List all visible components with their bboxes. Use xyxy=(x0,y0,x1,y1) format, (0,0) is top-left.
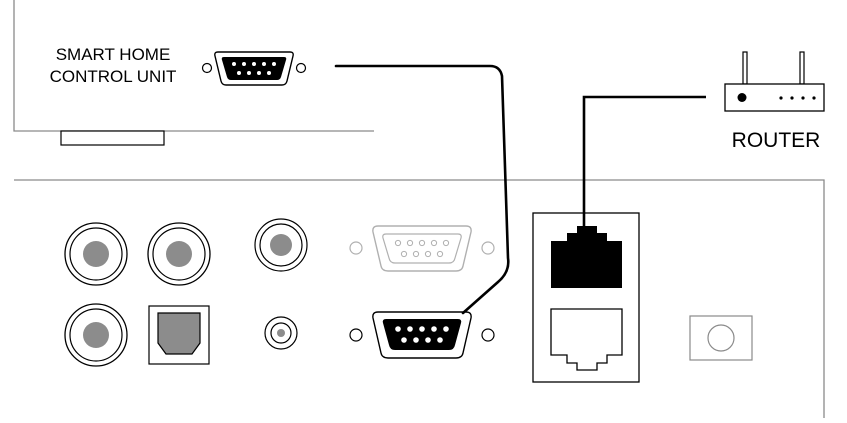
network-cable xyxy=(582,95,706,233)
router-status-lights xyxy=(779,96,816,100)
router-label: ROUTER xyxy=(732,129,821,152)
rear-panel-outline xyxy=(14,179,825,418)
mini-jack-bottom xyxy=(264,316,298,350)
serial-screw-right xyxy=(295,62,307,74)
control-unit-outline xyxy=(13,0,374,132)
serial-port-upper-faded xyxy=(349,225,495,272)
control-unit: SMART HOME CONTROL UNIT xyxy=(13,0,374,146)
control-unit-label-line2: CONTROL UNIT xyxy=(50,67,177,86)
network-port-block xyxy=(532,212,640,383)
ethernet-port-connected xyxy=(551,226,622,288)
serial-port-lower xyxy=(349,311,495,359)
rca-jack-top-left xyxy=(64,222,128,286)
serial-cable xyxy=(334,64,510,315)
mini-jack-top xyxy=(254,218,308,272)
rear-panel xyxy=(14,179,825,418)
serial-pins xyxy=(232,62,276,75)
square-button xyxy=(689,315,753,361)
control-unit-foot xyxy=(60,130,165,146)
rca-jack-bottom-left xyxy=(64,303,128,367)
router-antenna-right xyxy=(799,51,805,85)
ethernet-port-empty xyxy=(550,308,623,371)
router-antenna-left xyxy=(742,51,748,85)
control-unit-serial-port xyxy=(201,51,307,86)
rca-jack-top-middle xyxy=(147,222,211,286)
serial-shell-inner xyxy=(221,57,287,80)
serial-screw-left xyxy=(201,62,213,74)
router: ROUTER xyxy=(724,51,825,152)
control-unit-label-line1: SMART HOME xyxy=(56,45,171,64)
router-power-led xyxy=(737,93,747,102)
optical-port xyxy=(148,305,210,365)
